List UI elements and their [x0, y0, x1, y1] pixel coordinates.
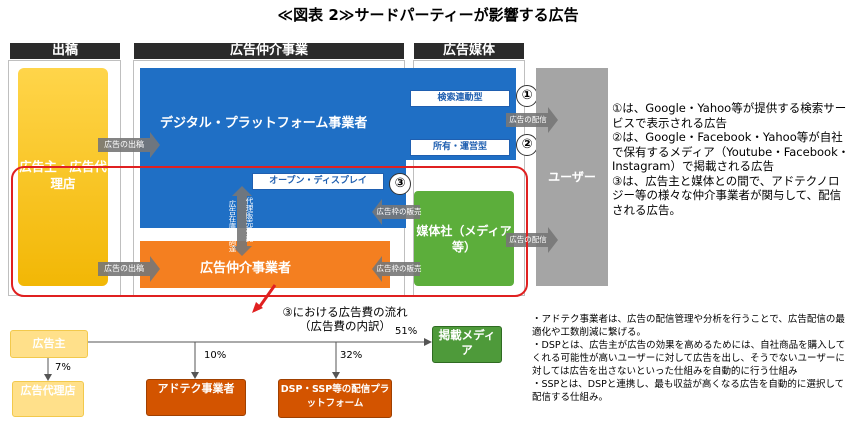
flow-advertiser-box: 広告主: [10, 330, 88, 358]
header-baitai: 広告媒体: [414, 43, 524, 59]
pct-adtech: 10%: [204, 350, 227, 361]
arrow-shape-ad-placement-1: [98, 132, 160, 158]
arrow-label-ad-delivery-2: 広告の配信: [509, 235, 547, 244]
pct-media: 51%: [395, 326, 418, 337]
arrow-shape-inventory-sale-1: [372, 199, 420, 225]
flow-arrowhead-dsp: [332, 372, 340, 379]
arrow-label-ad-placement-1: 広告の出稿: [104, 140, 144, 149]
arrow-shape-ad-delivery-2: [506, 227, 558, 253]
pct-agency: 7%: [55, 362, 71, 373]
header-chukai: 広告仲介事業: [134, 43, 404, 59]
arrow-label-vertical-1: 広告在庫の調達: [228, 200, 237, 253]
arrow-label-inventory-sale-2: 広告枠の販売: [376, 264, 422, 273]
arrow-label-vertical-2: 代理販売委託: [245, 197, 254, 242]
note-3: ③は、広告主と媒体との間で、アドテクノロジー等の様々な仲介事業者が関与して、配信…: [612, 173, 842, 217]
advertiser-box: 広告主・広告代理店: [18, 68, 108, 286]
red-pointer-arrow: [256, 284, 277, 310]
definition-dsp: ・DSPとは、広告主が広告の効果を高めるためには、自社商品を購入してくれる可能性…: [532, 340, 846, 377]
flow-media-box: 掲載メディア: [432, 326, 502, 363]
arrow-shape-inventory-sale-2: [372, 256, 420, 282]
flow-caption-line1: ③における広告費の流れ: [282, 305, 408, 319]
flow-caption-line2: （広告費の内訳）: [299, 319, 391, 333]
flow-dsp-box: DSP・SSP等の配信プラットフォーム: [278, 379, 392, 418]
media-box: 媒体社（メディア等）: [414, 191, 514, 286]
ad-intermediary-box: [140, 241, 390, 288]
arrow-label-ad-placement-2: 広告の出稿: [104, 264, 144, 273]
page-title: ≪図表 2≫サードパーティーが影響する広告: [277, 6, 579, 24]
arrow-label-inventory-sale-1: 広告枠の販売: [376, 207, 422, 216]
tag-open-display: オープン・ディスプレイ: [252, 173, 384, 190]
note-1: ①は、Google・Yahoo等が提供する検索サービスで表示される広告: [612, 101, 847, 130]
arrow-shape-ad-delivery-1: [506, 107, 558, 133]
third-party-highlight: [11, 166, 528, 297]
flow-arrowhead-media: [424, 338, 432, 346]
open-display-area: [140, 160, 406, 228]
pct-dsp: 32%: [340, 350, 363, 361]
ad-intermediary-label: 広告仲介事業者: [200, 261, 292, 276]
flow-arrowhead-adtech: [191, 372, 199, 379]
arrow-label-ad-delivery-1: 広告の配信: [509, 115, 547, 124]
definitions-block: ・アドテク事業者は、広告の配信管理や分析を行うことで、広告配信の最適化や工数削減…: [532, 313, 850, 404]
arrow-shape-vertical: [232, 186, 252, 256]
notes-block: ①は、Google・Yahoo等が提供する検索サービスで表示される広告 ②は、G…: [612, 101, 850, 217]
red-pointer-arrowhead: [252, 302, 263, 313]
arrow-shape-ad-placement-2: [98, 256, 160, 282]
digital-platform-label: デジタル・プラットフォーム事業者: [160, 116, 368, 131]
flow-caption: ③における広告費の流れ （広告費の内訳）: [270, 305, 420, 333]
flow-arrowhead-agency: [44, 374, 52, 381]
flow-adtech-box: アドテク事業者: [146, 379, 246, 416]
note-2: ②は、Google・Facebook・Yahoo等が自社で保有するメディア（Yo…: [612, 130, 850, 173]
user-label: ユーザー: [548, 170, 596, 184]
tag-search: 検索連動型: [410, 90, 510, 107]
number-3: ③: [389, 173, 411, 195]
header-shukko: 出稿: [10, 43, 120, 59]
definition-ssp: ・SSPとは、DSPと連携し、最も収益が高くなる広告を自動的に選択して配信する仕…: [532, 379, 845, 403]
media-label: 媒体社（メディア等）: [416, 224, 512, 254]
tag-owned: 所有・運営型: [410, 139, 510, 156]
flow-agency-box: 広告代理店: [12, 381, 84, 417]
definition-adtech: ・アドテク事業者は、広告の配信管理や分析を行うことで、広告配信の最適化や工数削減…: [532, 314, 845, 338]
